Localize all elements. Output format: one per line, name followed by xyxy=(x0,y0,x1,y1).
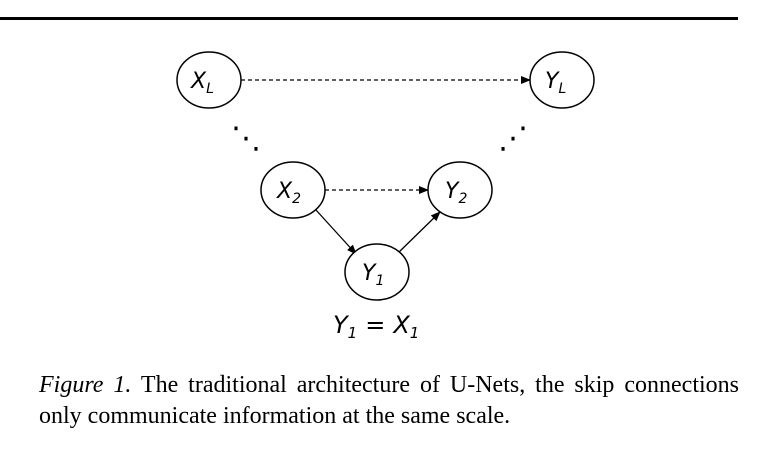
edge-y1-y2 xyxy=(396,211,441,255)
svg-text:XL: XL xyxy=(190,69,214,97)
node-y2: Y2 xyxy=(427,161,493,219)
node-x2: X2 xyxy=(260,161,326,219)
node-x2-sub: 2 xyxy=(292,191,301,207)
node-y1-sub: 1 xyxy=(375,273,384,289)
equation-lhs-main: Y xyxy=(333,311,350,339)
equation: Y1=X1 xyxy=(333,311,419,342)
node-y2-sub: 2 xyxy=(458,191,467,207)
ellipsis-right: ⋱ xyxy=(498,121,528,156)
node-yl-main: Y xyxy=(545,69,560,94)
svg-text:Y1: Y1 xyxy=(362,261,384,289)
node-yl: YL xyxy=(529,51,595,109)
node-yl-sub: L xyxy=(558,81,566,97)
equation-rhs-main: X xyxy=(391,311,410,339)
equation-operator: = xyxy=(365,311,385,339)
edge-x2-y1 xyxy=(315,209,357,255)
node-y2-main: Y xyxy=(445,179,460,204)
node-xl-main: X xyxy=(190,69,207,94)
svg-text:Y2: Y2 xyxy=(445,179,467,207)
ellipsis-left: ⋱ xyxy=(231,121,261,156)
figure-label: Figure 1. xyxy=(39,372,132,398)
node-xl-sub: L xyxy=(206,81,214,97)
top-rule xyxy=(0,17,738,20)
figure-caption: Figure 1. The traditional architecture o… xyxy=(39,370,739,432)
svg-text:X2: X2 xyxy=(276,179,301,207)
node-y1: Y1 xyxy=(344,243,410,301)
equation-lhs-sub: 1 xyxy=(348,324,358,342)
equation-rhs-sub: 1 xyxy=(410,324,420,342)
node-y1-main: Y xyxy=(362,261,377,286)
node-x2-main: X xyxy=(276,179,293,204)
caption-text: The traditional architecture of U-Nets, … xyxy=(39,372,739,429)
unet-diagram: ⋱ ⋱ XL YL X2 Y2 Y1 Y1 xyxy=(176,51,595,342)
node-xl: XL xyxy=(176,51,242,109)
svg-text:YL: YL xyxy=(545,69,566,97)
